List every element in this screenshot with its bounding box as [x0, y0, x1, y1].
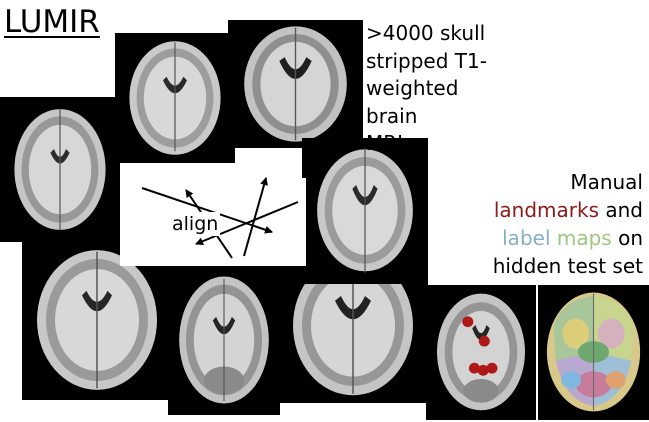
brain-scan-3 [0, 97, 120, 242]
description-line-2: stripped T1- [366, 48, 487, 73]
and-word: and [605, 198, 643, 222]
landmark-dot [468, 362, 480, 374]
dataset-description: >4000 skull stripped T1- weighted brain … [366, 20, 516, 158]
description-line-3: weighted brain [366, 76, 459, 128]
annotation-text: Manual landmarks and label maps on hidde… [493, 168, 643, 280]
brain-scan-1 [115, 33, 235, 163]
annotation-line-1: Manual [570, 170, 643, 194]
annotation-line-2: landmarks and [493, 196, 643, 224]
description-line-4: MRIs [366, 131, 414, 155]
brain-scan-4 [22, 240, 172, 400]
landmark-dot [462, 316, 474, 328]
on-word: on [618, 226, 643, 250]
landmark-dot [477, 364, 489, 376]
description-line-1: >4000 skull [366, 21, 486, 45]
annotation-line-4: hidden test set [492, 254, 643, 278]
landmark-dot [486, 362, 498, 374]
brain-scan-6 [168, 265, 280, 415]
landmark-dot [478, 335, 490, 347]
brain-scan-7 [302, 138, 428, 284]
landmark-scan [426, 285, 536, 420]
annotation-line-3: label maps on [493, 224, 643, 252]
align-label: align [170, 212, 221, 236]
maps-word: maps [556, 226, 612, 250]
label-word: label [502, 226, 551, 250]
label-map-scan [538, 285, 649, 420]
landmarks-word: landmarks [493, 198, 599, 222]
brain-scan-2 [228, 20, 363, 148]
title: LUMIR [4, 4, 100, 40]
